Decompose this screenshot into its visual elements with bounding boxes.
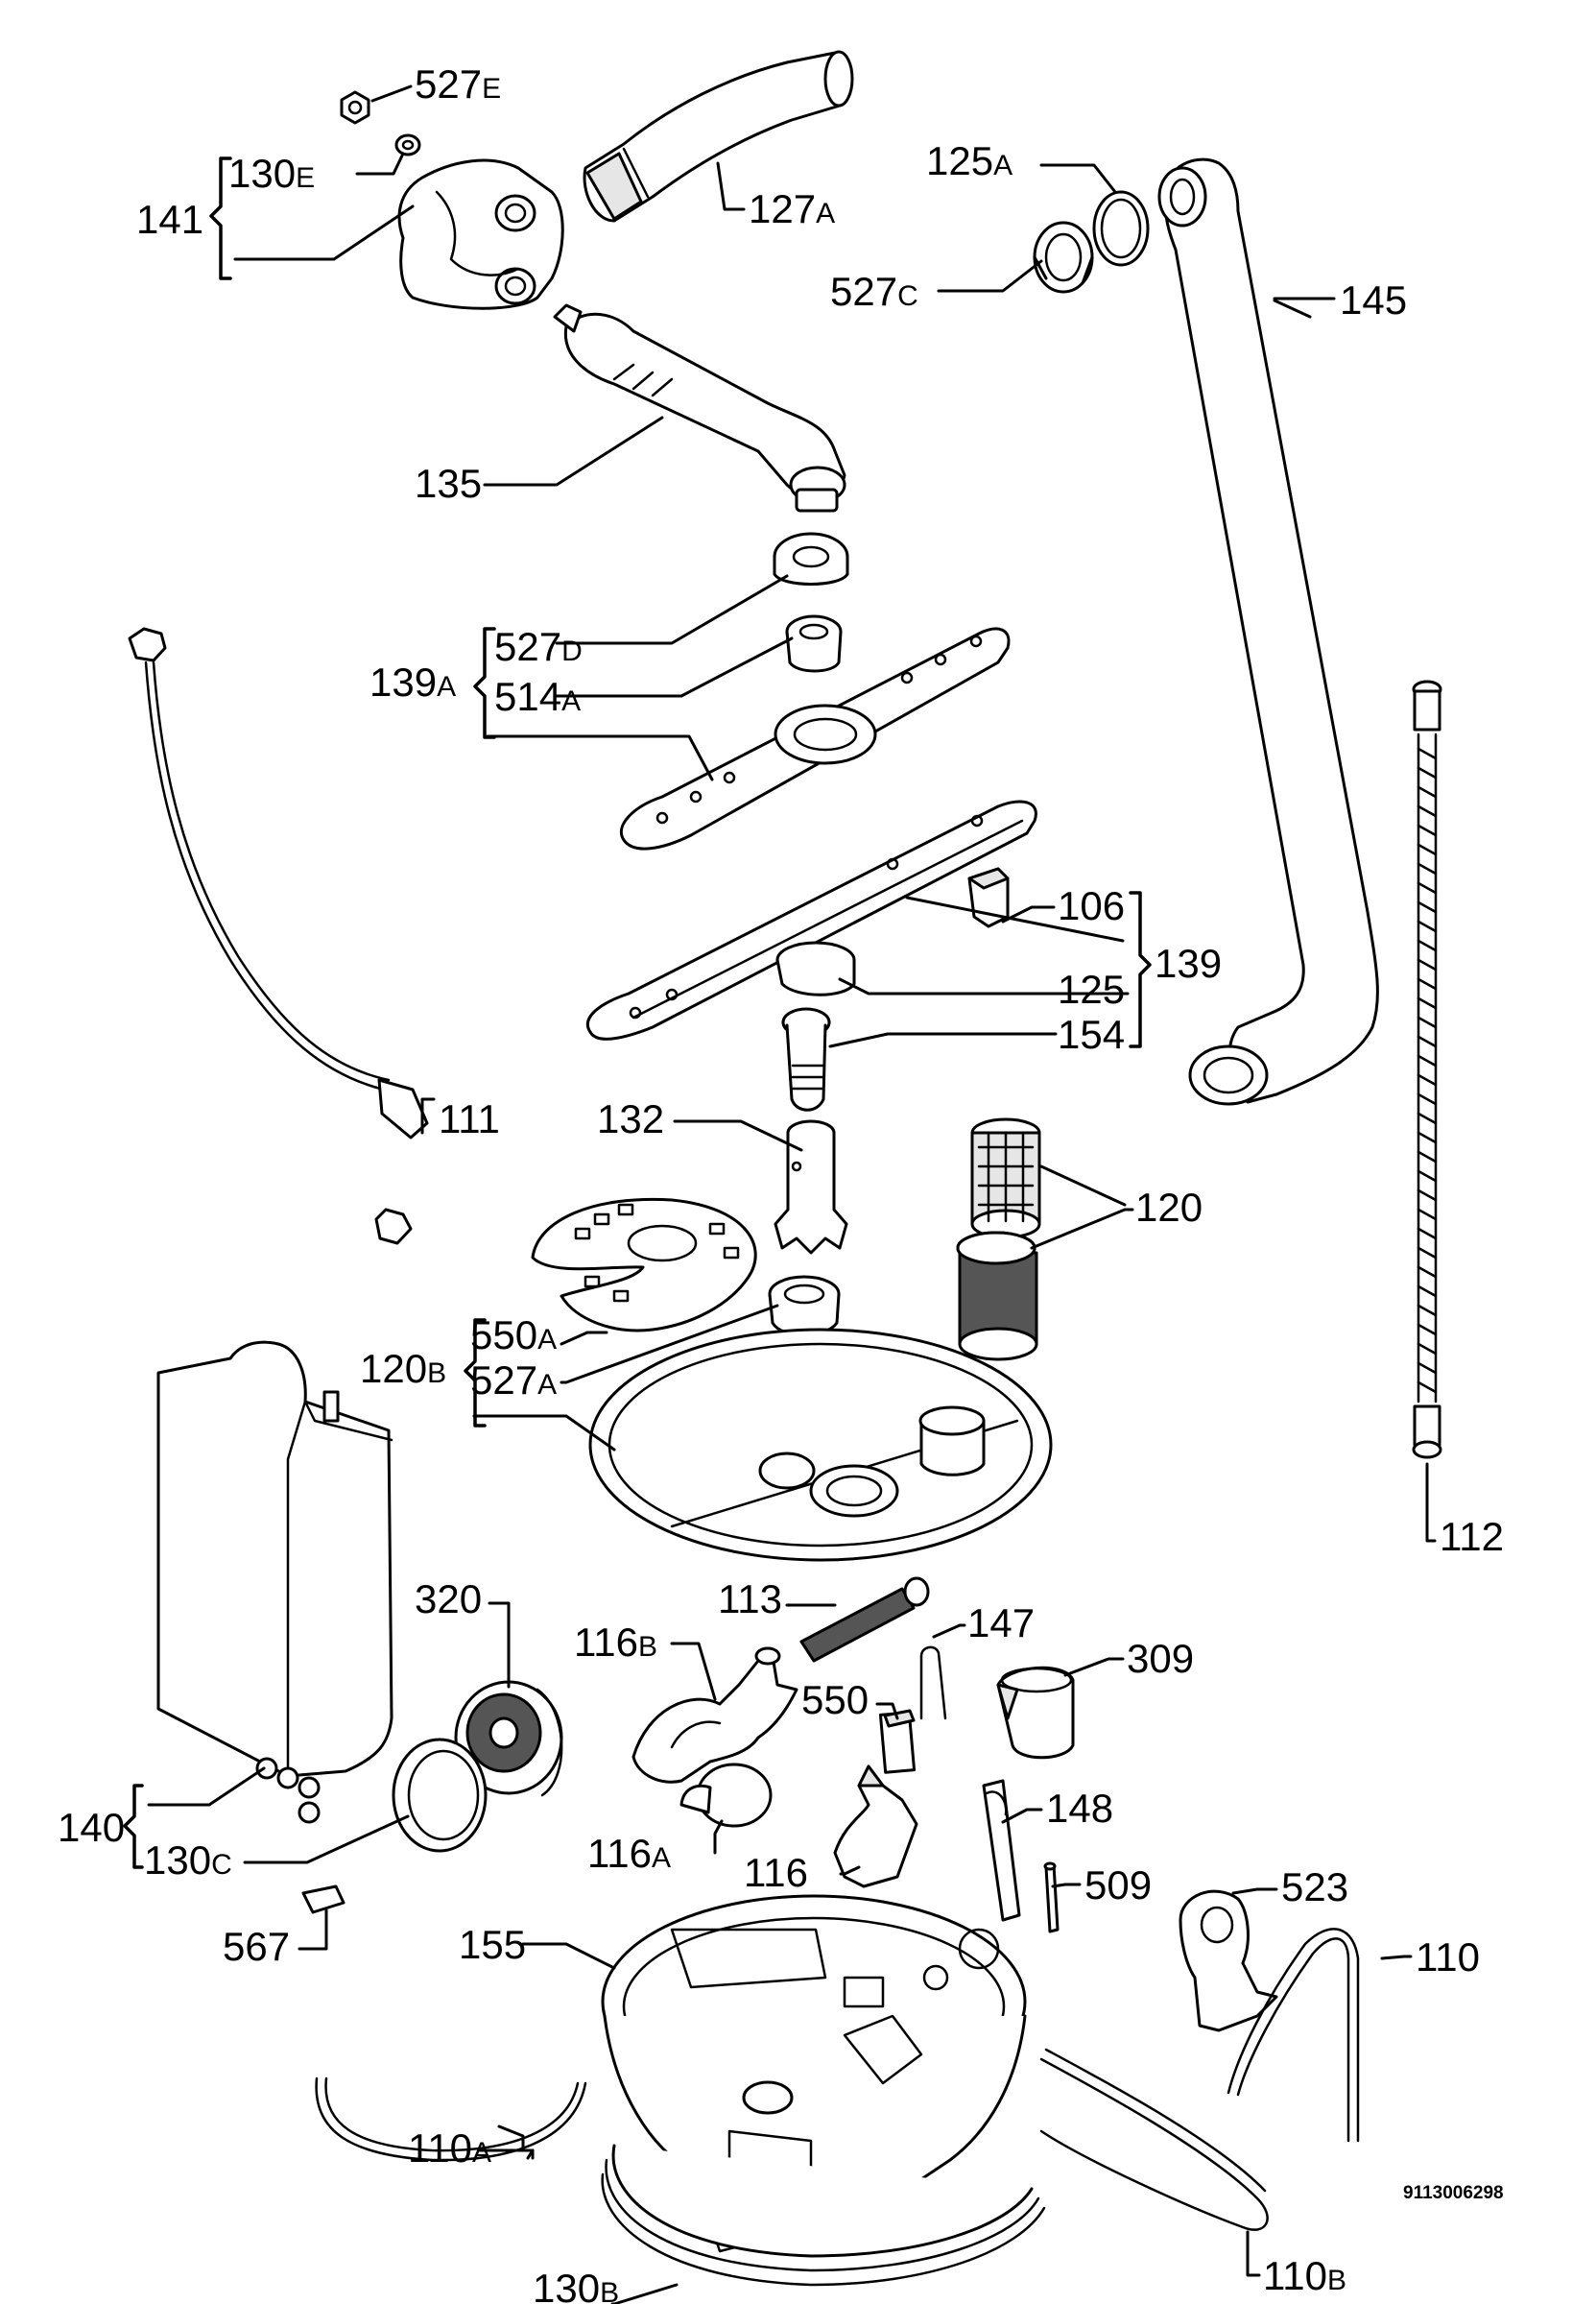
- part-145-riser-pipe: [1157, 157, 1379, 1106]
- group-braces: [123, 156, 1152, 1869]
- part-141-manifold: [397, 158, 564, 310]
- label-110: 110: [1416, 1934, 1480, 1980]
- label-550a: 550A: [470, 1312, 557, 1357]
- part-127a-tube: [583, 50, 854, 223]
- leader-lines: [147, 84, 1437, 2304]
- part-111-hose: [128, 627, 429, 1245]
- part-113-coil: [799, 1576, 930, 1663]
- part-527d-nut: [773, 532, 849, 586]
- label-125a: 125A: [926, 138, 1012, 183]
- label-116: 116: [744, 1850, 808, 1895]
- part-135-spray-tube: [553, 303, 846, 513]
- part-116a-valve-ball: [679, 1763, 773, 1828]
- label-116a: 116A: [587, 1831, 671, 1876]
- label-523: 523: [1281, 1864, 1348, 1909]
- label-130e: 130E: [228, 151, 315, 196]
- part-509-pin: [1043, 1861, 1060, 1933]
- part-130e-washer: [394, 133, 421, 156]
- drawing-reference-number: 9113006298: [1403, 2183, 1504, 2203]
- part-523-bracket: [1179, 1889, 1278, 2032]
- part-130c-seal-ring: [392, 1738, 488, 1853]
- label-120b: 120B: [360, 1346, 446, 1391]
- part-116-valve: [833, 1764, 918, 1888]
- label-112: 112: [1440, 1514, 1504, 1559]
- label-155: 155: [459, 1922, 526, 1967]
- label-132: 132: [597, 1096, 664, 1141]
- part-514a-bearing: [785, 614, 843, 673]
- label-567: 567: [223, 1924, 290, 1969]
- label-110b: 110B: [1263, 2253, 1346, 2298]
- part-550-pad: [878, 1709, 917, 1774]
- label-320: 320: [415, 1576, 482, 1621]
- label-111: 111: [439, 1096, 500, 1141]
- label-145: 145: [1340, 277, 1407, 323]
- label-509: 509: [1084, 1862, 1152, 1908]
- label-127a: 127A: [749, 186, 835, 231]
- part-120b-filter-plate: [588, 1328, 1053, 1562]
- part-567-clip: [301, 1884, 345, 1914]
- label-116b: 116B: [574, 1620, 657, 1665]
- label-527d: 527D: [494, 624, 583, 669]
- part-527e-nut: [340, 90, 370, 125]
- label-527c: 527C: [830, 269, 918, 314]
- label-309: 309: [1127, 1636, 1194, 1681]
- part-112-braided-hose: [1412, 680, 1442, 1459]
- part-116b-valve: [631, 1646, 798, 1784]
- part-309-cap: [996, 1666, 1075, 1760]
- label-113: 113: [718, 1576, 782, 1621]
- label-130c: 130C: [144, 1837, 232, 1883]
- part-125a-gasket: [1092, 190, 1150, 267]
- label-550: 550: [801, 1677, 869, 1722]
- part-132-tube: [774, 1119, 848, 1255]
- part-110b-hose: [1039, 2048, 1269, 2231]
- label-527e: 527E: [415, 61, 501, 107]
- part-527c-nut: [1033, 221, 1094, 294]
- label-154: 154: [1058, 1012, 1125, 1057]
- label-514a: 514A: [494, 674, 581, 719]
- part-139a-upper-spray-arm: [620, 627, 1011, 851]
- label-130b: 130B: [533, 2266, 619, 2304]
- part-148-bracket: [982, 1779, 1021, 1922]
- part-320-filter-housing: [454, 1680, 563, 1797]
- label-135: 135: [415, 461, 482, 506]
- part-550a-disc: [531, 1197, 757, 1332]
- label-140: 140: [58, 1805, 125, 1850]
- part-110-hose: [1227, 1928, 1360, 2143]
- part-125-collar: [775, 941, 856, 996]
- label-120: 120: [1135, 1185, 1203, 1230]
- part-154-spindle: [781, 1007, 831, 1112]
- label-139: 139: [1155, 941, 1222, 986]
- label-110a: 110A: [408, 2125, 491, 2171]
- part-147-wire-clip: [919, 1645, 947, 1720]
- label-141: 141: [136, 197, 203, 242]
- label-148: 148: [1046, 1786, 1113, 1831]
- label-147: 147: [967, 1600, 1035, 1645]
- label-139a: 139A: [369, 660, 456, 705]
- part-140-tank: [156, 1340, 393, 1824]
- label-106: 106: [1058, 883, 1125, 928]
- label-527a: 527A: [470, 1357, 557, 1403]
- part-labels: 527E 130E 141 127A 125A 527C 145 135 139…: [58, 61, 1504, 2304]
- part-527a-nut: [768, 1275, 841, 1337]
- part-139-lower-spray-arm: [586, 800, 1037, 1041]
- label-125: 125: [1058, 967, 1125, 1012]
- part-130b-gasket: [601, 2144, 1046, 2287]
- part-110a-hose: [315, 2076, 587, 2162]
- part-120-filters: [956, 1117, 1041, 1361]
